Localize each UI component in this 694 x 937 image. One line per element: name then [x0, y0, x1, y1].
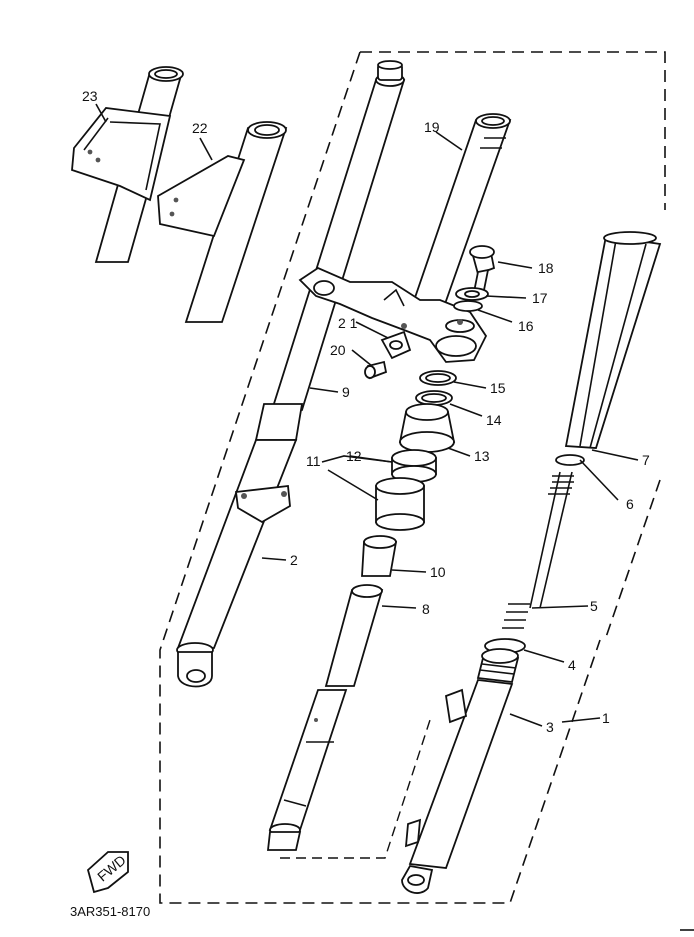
part-19-inner-tube	[406, 113, 512, 319]
callout-2: 2	[290, 552, 298, 568]
part-11-bushing	[375, 477, 425, 531]
part-14-oil-seal	[415, 390, 453, 406]
callout-21: 2 1	[338, 315, 358, 331]
callout-8: 8	[422, 601, 430, 617]
part-3-outer-tube	[401, 648, 520, 894]
callout-labels: 1 2 3 4 5 6 7 8 9 10 11 12 13 14 15 16 1…	[82, 88, 650, 735]
part-9-inner-tube	[270, 60, 406, 411]
callout-7: 7	[642, 452, 650, 468]
callout-18: 18	[538, 260, 554, 276]
callout-20: 20	[330, 342, 346, 358]
callout-16: 16	[518, 318, 534, 334]
callout-5: 5	[590, 598, 598, 614]
part-12-washer	[391, 449, 437, 483]
assembly-boundary	[159, 51, 666, 904]
part-21-clamp	[380, 330, 412, 360]
callout-1: 1	[602, 710, 610, 726]
callout-22: 22	[192, 120, 208, 136]
callout-6: 6	[626, 496, 634, 512]
callout-4: 4	[568, 657, 576, 673]
leader-lines	[95, 103, 639, 727]
part-17-washer	[455, 287, 489, 301]
part-5-fork-spring	[502, 471, 574, 629]
lower-rod	[266, 689, 348, 851]
callout-23: 23	[82, 88, 98, 104]
fwd-arrow-icon: FWD	[86, 851, 129, 894]
part-2-outer-tube	[176, 403, 304, 688]
callout-11: 11	[306, 453, 321, 469]
part-13-dust-seal	[398, 403, 456, 453]
steering-crown	[298, 266, 488, 363]
part-7-spacer	[564, 231, 662, 449]
drawing-code: 3AR351-8170	[70, 904, 150, 919]
callout-10: 10	[430, 564, 446, 580]
part-6-washer	[555, 454, 585, 466]
part-18-cap-bolt	[469, 245, 496, 294]
callout-13: 13	[474, 448, 490, 464]
part-15-clip	[419, 370, 457, 386]
callout-19: 19	[424, 119, 440, 135]
part-16-o-ring	[453, 300, 483, 312]
callout-12: 12	[346, 448, 362, 464]
callout-15: 15	[490, 380, 506, 396]
part-22-fork-cover	[157, 121, 288, 323]
part-23-fork-cover	[71, 66, 184, 263]
part-10-bushing	[361, 535, 398, 577]
part-20-bolt	[364, 360, 388, 380]
callout-3: 3	[546, 719, 554, 735]
callout-14: 14	[486, 412, 502, 428]
callout-17: 17	[532, 290, 548, 306]
callout-9: 9	[342, 384, 350, 400]
part-8-damper-rod	[324, 584, 384, 687]
